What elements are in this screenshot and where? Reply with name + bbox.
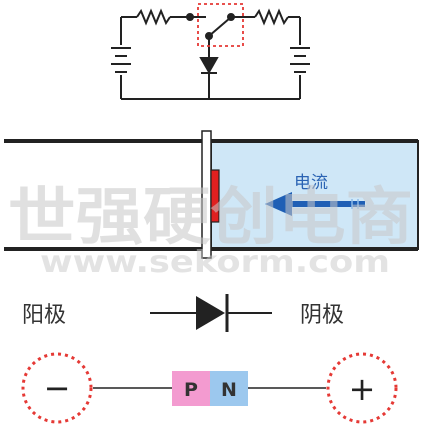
cathode-label: 阴极: [300, 303, 344, 328]
pipe-water: [211, 141, 418, 249]
negative-terminal-sign: −: [44, 369, 71, 407]
watermark: 世强硬创电商 www.sekorm.com: [8, 180, 413, 280]
switch-highlight-box: [197, 3, 244, 47]
diode-symbol-small: [199, 57, 219, 75]
valve-flap: [210, 169, 220, 223]
n-region: [210, 371, 248, 406]
watermark-text: 世强硬创电商: [8, 180, 413, 253]
pipe-analogy: 电流: [4, 130, 419, 259]
current-arrow-head: [265, 192, 292, 216]
diode-symbol-row: 阳极 阴极: [22, 294, 344, 332]
diode-triangle: [196, 296, 225, 330]
negative-terminal-circle: [21, 352, 93, 424]
positive-terminal-sign: +: [349, 370, 376, 408]
anode-label: 阳极: [22, 303, 66, 328]
positive-terminal-circle: [326, 352, 398, 424]
p-region-label: P: [184, 379, 198, 401]
resistor-left: [136, 8, 171, 26]
switch-blade: [208, 17, 231, 37]
n-region-label: N: [221, 379, 237, 401]
circuit-schematic: [111, 8, 310, 100]
p-region: [172, 371, 210, 406]
watermark-url: www.sekorm.com: [40, 245, 390, 280]
pn-junction-row: P N − +: [21, 352, 398, 424]
resistor-right: [254, 8, 289, 26]
current-label: 电流: [294, 173, 328, 193]
